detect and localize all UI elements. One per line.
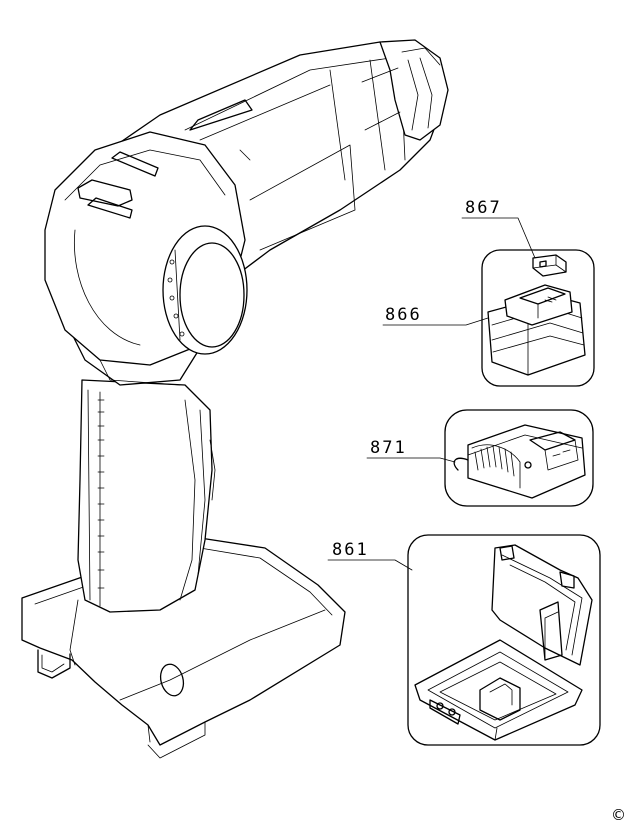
copyright-mark: ©	[611, 806, 626, 824]
part-861-group: 861	[327, 534, 601, 746]
part-867-leader	[461, 217, 536, 259]
part-861-frame	[407, 534, 601, 746]
charger-icon	[453, 424, 586, 499]
battery-pack-icon	[487, 284, 586, 376]
part-867-group: 867	[461, 198, 567, 277]
part-871-frame	[444, 409, 594, 507]
part-861-leader	[327, 559, 413, 571]
part-871-group: 871	[366, 409, 594, 507]
drill-illustration	[21, 39, 449, 759]
part-866-label: 866	[385, 305, 422, 325]
part-866-leader	[382, 317, 489, 326]
battery-clip-icon	[532, 254, 567, 277]
part-861-label: 861	[332, 540, 369, 560]
carry-case-icon	[414, 544, 593, 741]
part-871-label: 871	[370, 438, 407, 458]
part-866-frame	[481, 249, 595, 387]
part-867-label: 867	[465, 198, 502, 218]
part-866-group: 866	[382, 249, 595, 387]
part-871-leader	[366, 457, 456, 463]
